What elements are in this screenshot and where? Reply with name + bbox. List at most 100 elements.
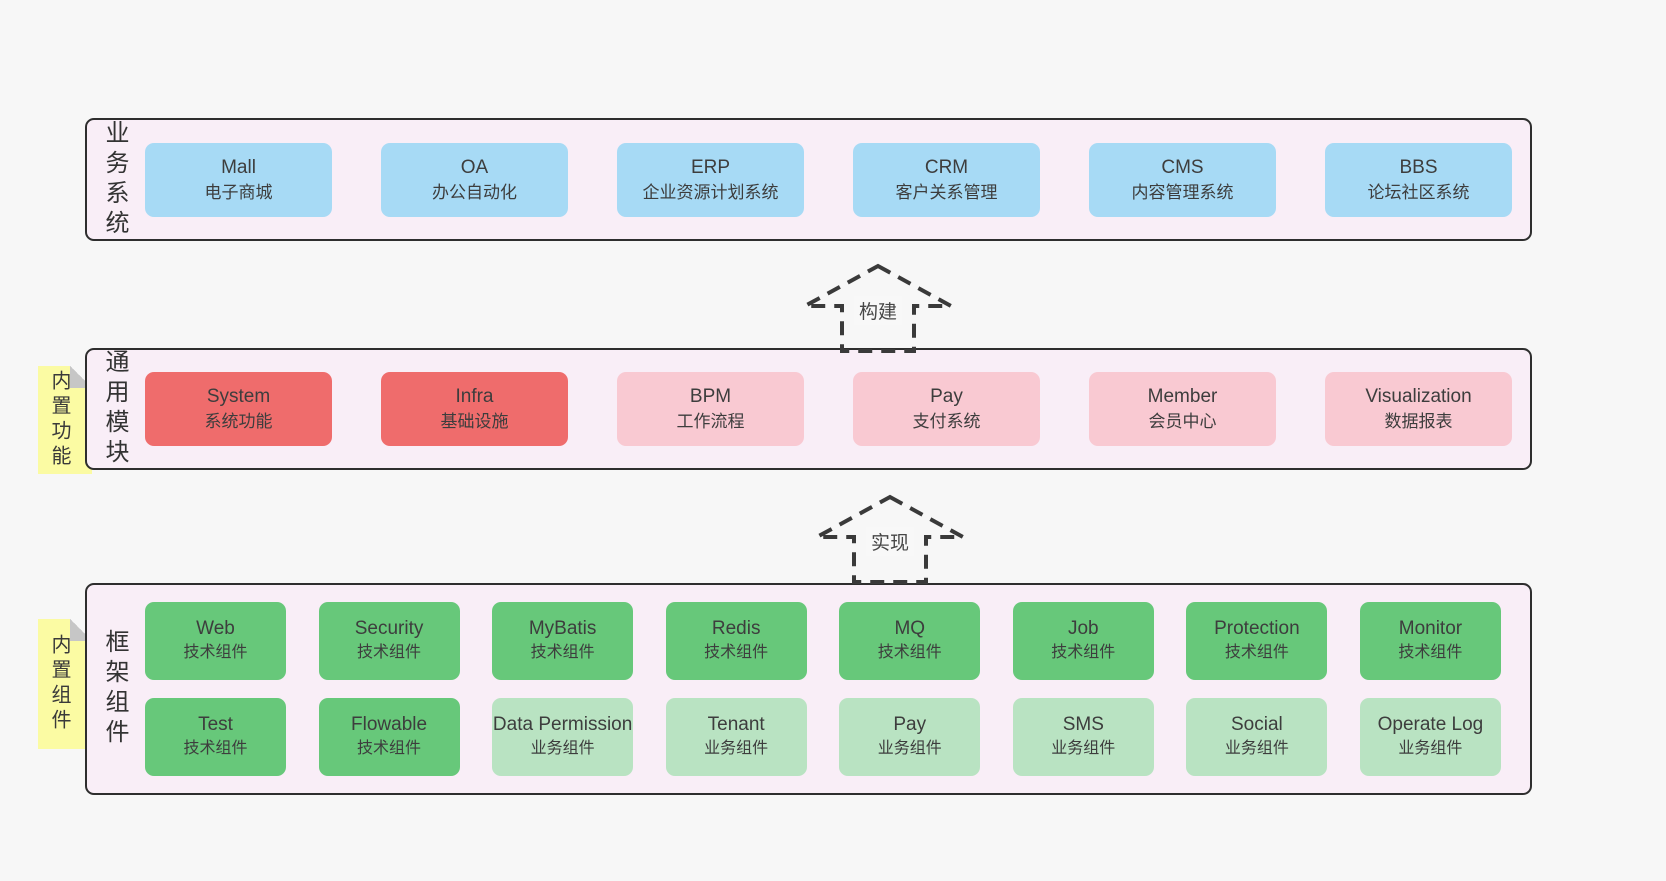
box-subtitle: 业务组件	[530, 740, 595, 757]
box-title: System	[206, 386, 271, 407]
arrow-label-build: 构建	[853, 296, 903, 325]
box-title: Social	[1231, 714, 1283, 735]
box-job: Job 技术组件	[1012, 602, 1154, 680]
modules-box-row: System 系统功能 Infra 基础设施 BPM 工作流程 Pay 支付系统…	[145, 350, 1512, 468]
box-title: CMS	[1161, 156, 1204, 178]
business-box-row: Mall 电子商城 OA 办公自动化 ERP 企业资源计划系统 CRM 客户关系…	[145, 120, 1512, 239]
box-subtitle: 内容管理系统	[1131, 182, 1234, 202]
box-subtitle: 业务组件	[1398, 740, 1463, 757]
box-title: MQ	[894, 618, 926, 639]
box-subtitle: 技术组件	[1398, 644, 1463, 661]
box-subtitle: 技术组件	[1051, 644, 1116, 661]
box-title: Tenant	[707, 714, 765, 735]
box-title: Visualization	[1365, 386, 1472, 407]
box-monitor: Monitor 技术组件	[1359, 602, 1501, 680]
box-subtitle: 技术组件	[183, 644, 248, 661]
panel-business-systems: 业务系统 Mall 电子商城 OA 办公自动化 ERP 企业资源计划系统 CRM…	[85, 118, 1532, 241]
box-web: Web 技术组件	[145, 602, 286, 680]
box-subtitle: 数据报表	[1384, 412, 1453, 431]
box-bbs: BBS 论坛社区系统	[1325, 142, 1512, 217]
box-subtitle: 会员中心	[1148, 412, 1217, 431]
box-title: Member	[1147, 386, 1218, 407]
box-subtitle: 技术组件	[530, 644, 595, 661]
sticky-note-label: 内置功能	[48, 370, 70, 470]
box-subtitle: 业务组件	[877, 740, 942, 757]
box-subtitle: 客户关系管理	[895, 182, 998, 202]
box-member: Member 会员中心	[1089, 372, 1276, 446]
box-erp: ERP 企业资源计划系统	[617, 142, 804, 217]
box-oa: OA 办公自动化	[381, 142, 568, 217]
box-title: Security	[354, 618, 424, 639]
box-title: Web	[196, 618, 235, 639]
box-subtitle: 系统功能	[204, 412, 273, 431]
box-sms: SMS 业务组件	[1012, 698, 1154, 776]
box-subtitle: 技术组件	[357, 740, 422, 757]
box-title: Mall	[221, 156, 256, 178]
box-title: ERP	[690, 156, 731, 178]
box-title: Job	[1067, 618, 1099, 639]
box-subtitle: 业务组件	[1051, 740, 1116, 757]
box-operate-log: Operate Log 业务组件	[1359, 698, 1501, 776]
box-mybatis: MyBatis 技术组件	[492, 602, 634, 680]
panel-framework-components: 框架组件 Web 技术组件 Security 技术组件 MyBatis 技术组件…	[85, 583, 1532, 795]
box-title: MyBatis	[528, 618, 597, 639]
arrow-label-implement: 实现	[865, 527, 915, 556]
box-subtitle: 基础设施	[440, 412, 509, 431]
box-title: BBS	[1399, 156, 1438, 178]
sticky-note-builtin-features: 内置功能	[38, 366, 92, 474]
box-system: System 系统功能	[145, 372, 332, 446]
box-title: BPM	[689, 386, 732, 407]
box-visualization: Visualization 数据报表	[1325, 372, 1512, 446]
box-bpm: BPM 工作流程	[617, 372, 804, 446]
box-security: Security 技术组件	[318, 602, 460, 680]
box-subtitle: 论坛社区系统	[1367, 182, 1470, 202]
dashed-up-arrow-build: 构建	[802, 263, 954, 353]
box-flowable: Flowable 技术组件	[318, 698, 460, 776]
box-subtitle: 办公自动化	[432, 182, 517, 202]
box-title: Flowable	[351, 714, 428, 735]
panel-label-business-systems: 业务系统	[101, 119, 128, 240]
box-subtitle: 企业资源计划系统	[642, 182, 779, 202]
box-title: Monitor	[1398, 618, 1463, 639]
box-pay-component: Pay 业务组件	[839, 698, 981, 776]
box-subtitle: 技术组件	[877, 644, 942, 661]
box-cms: CMS 内容管理系统	[1089, 142, 1276, 217]
box-subtitle: 业务组件	[704, 740, 769, 757]
box-title: Protection	[1214, 618, 1300, 639]
box-subtitle: 业务组件	[1224, 740, 1289, 757]
box-title: Data Permission	[492, 714, 633, 735]
sticky-note-label: 内置组件	[48, 634, 70, 734]
box-subtitle: 工作流程	[676, 412, 745, 431]
box-subtitle: 技术组件	[183, 740, 248, 757]
box-mall: Mall 电子商城	[145, 142, 332, 217]
dashed-up-arrow-implement: 实现	[814, 494, 966, 584]
box-title: Pay	[893, 714, 927, 735]
box-title: SMS	[1062, 714, 1104, 735]
box-data-permission: Data Permission 业务组件	[492, 698, 634, 776]
box-title: CRM	[924, 156, 969, 178]
box-title: Pay	[930, 386, 963, 407]
box-title: Operate Log	[1377, 714, 1484, 735]
box-tenant: Tenant 业务组件	[665, 698, 807, 776]
components-row-1: Web 技术组件 Security 技术组件 MyBatis 技术组件 Redi…	[145, 602, 1501, 680]
panel-label-framework-components: 框架组件	[101, 629, 128, 749]
components-box-rows: Web 技术组件 Security 技术组件 MyBatis 技术组件 Redi…	[145, 602, 1501, 776]
box-subtitle: 支付系统	[912, 412, 981, 431]
box-redis: Redis 技术组件	[665, 602, 807, 680]
box-title: Infra	[455, 386, 494, 407]
box-title: Test	[198, 714, 233, 735]
box-social: Social 业务组件	[1186, 698, 1328, 776]
box-protection: Protection 技术组件	[1186, 602, 1328, 680]
panel-common-modules: 通用模块 System 系统功能 Infra 基础设施 BPM 工作流程 Pay…	[85, 348, 1532, 470]
box-subtitle: 技术组件	[357, 644, 422, 661]
box-title: OA	[460, 156, 489, 178]
panel-label-common-modules: 通用模块	[101, 349, 128, 469]
box-subtitle: 技术组件	[704, 644, 769, 661]
box-subtitle: 电子商城	[204, 182, 273, 202]
box-pay-system: Pay 支付系统	[853, 372, 1040, 446]
box-crm: CRM 客户关系管理	[853, 142, 1040, 217]
box-mq: MQ 技术组件	[839, 602, 981, 680]
box-infra: Infra 基础设施	[381, 372, 568, 446]
box-test: Test 技术组件	[145, 698, 286, 776]
components-row-2: Test 技术组件 Flowable 技术组件 Data Permission …	[145, 698, 1501, 776]
